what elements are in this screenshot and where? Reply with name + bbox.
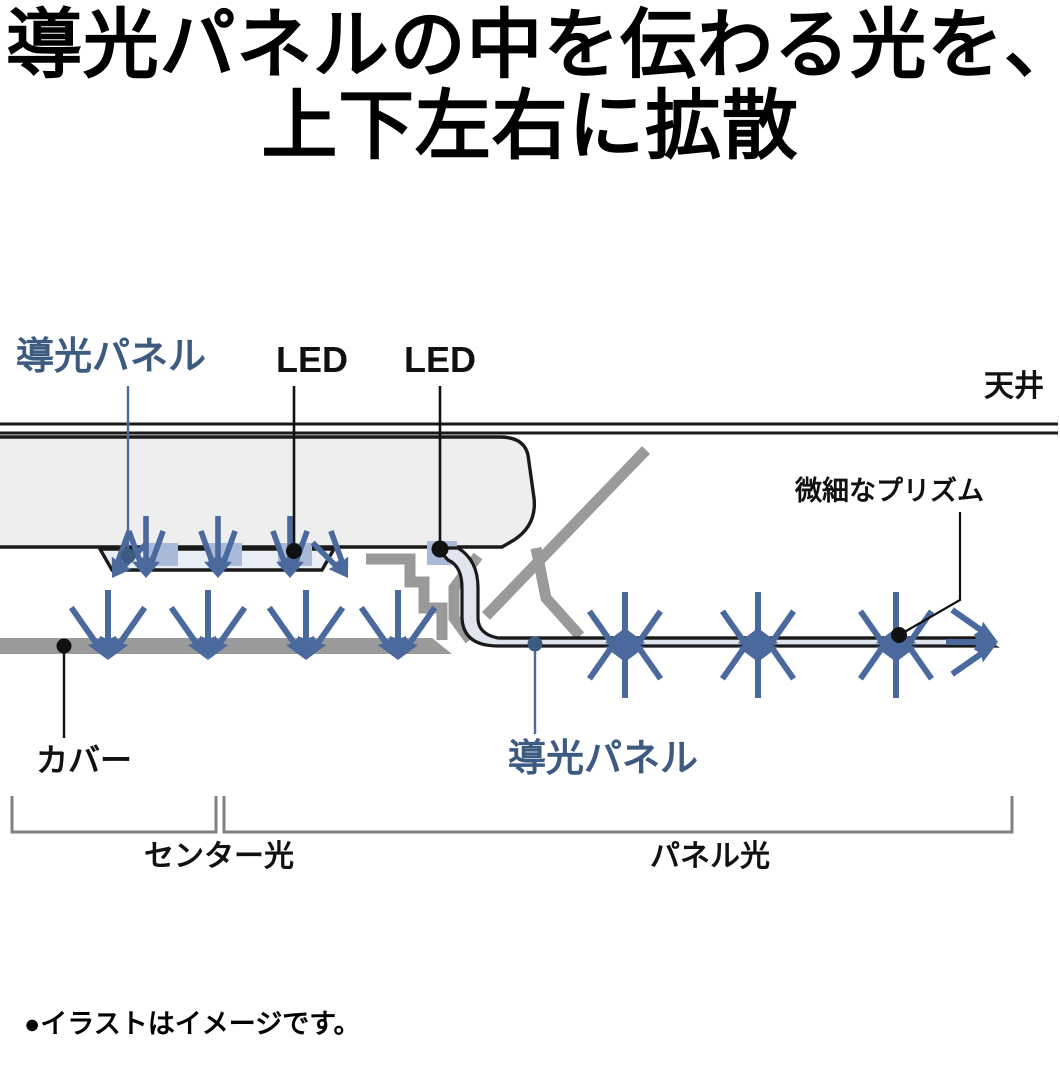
label-lightguide-panel-top: 導光パネル — [16, 336, 207, 378]
label-led-2: LED — [404, 339, 476, 380]
title-line-1: 導光パネルの中を伝わる光を、 — [6, 3, 1060, 88]
ceiling-line — [0, 422, 1058, 435]
label-center-light: センター光 — [144, 840, 294, 873]
bracket-center-light — [10, 796, 218, 834]
label-cover: カバー — [36, 742, 133, 778]
label-led-1: LED — [276, 339, 348, 380]
light-guide-panel — [433, 546, 1001, 648]
label-lightguide-panel-bottom: 導光パネル — [508, 738, 699, 780]
page-title: 導光パネルの中を伝わる光を、 上下左右に拡散 — [0, 3, 1060, 169]
footnote: ●イラストはイメージです。 — [24, 1009, 361, 1039]
leader-lines — [56, 386, 962, 738]
panel-light-down-arrows — [586, 592, 935, 662]
section-brackets — [10, 796, 1014, 834]
panel-edge-arrows — [946, 607, 998, 677]
center-light-lower-arrows — [68, 590, 438, 660]
label-panel-light: パネル光 — [650, 840, 770, 873]
fixture-body — [0, 435, 537, 549]
label-ceiling: 天井 — [984, 370, 1044, 403]
title-line-2: 上下左右に拡散 — [261, 83, 799, 169]
bracket-panel-light — [222, 796, 1014, 834]
label-fine-prism: 微細なプリズム — [795, 476, 984, 506]
